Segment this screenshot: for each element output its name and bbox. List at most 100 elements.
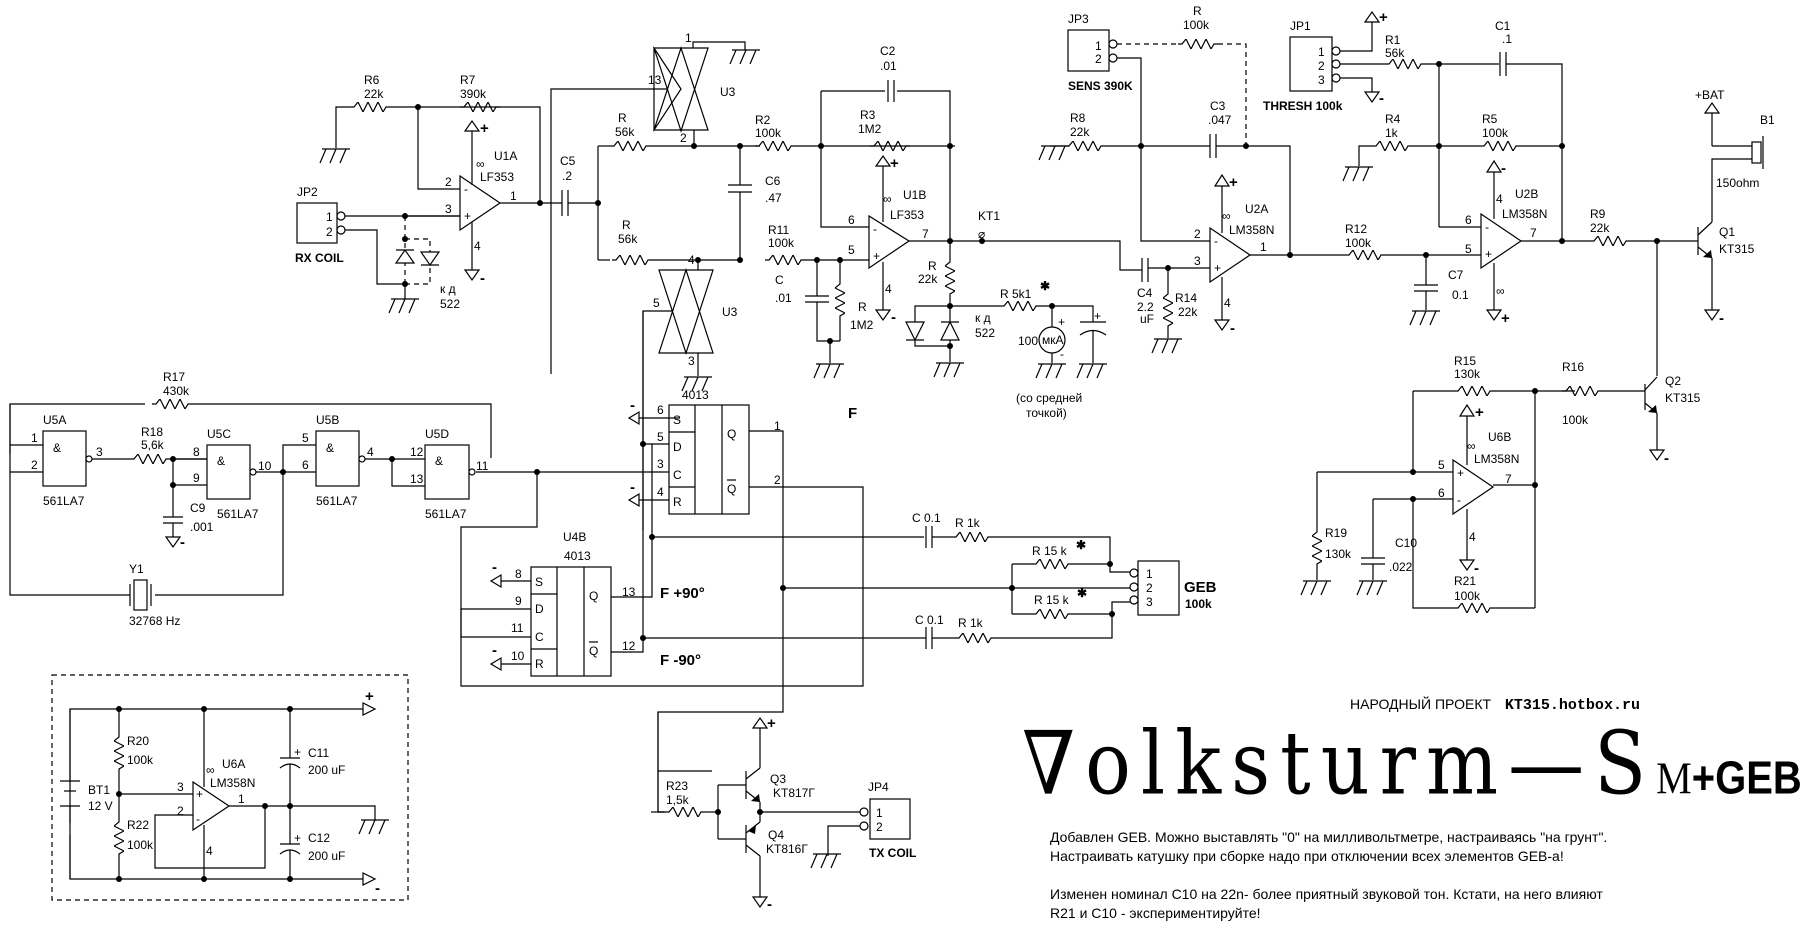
svg-text:2: 2 — [1318, 59, 1325, 73]
svg-text:C: C — [673, 468, 682, 482]
svg-text:6: 6 — [657, 403, 664, 417]
c-01-label: C — [775, 273, 784, 287]
r7-label: R7 — [460, 73, 476, 87]
u6b-type: LM358N — [1474, 452, 1519, 466]
q4-type: KT816Г — [766, 842, 808, 856]
svg-text:-: - — [873, 222, 877, 236]
note-line-1: Добавлен GEB. Можно выставлять "0" на ми… — [1050, 829, 1608, 845]
r19-label: R19 — [1325, 526, 1347, 540]
opamp-u6b: +- — [1452, 458, 1495, 516]
q3-label: Q3 — [770, 772, 786, 786]
r3-value: 1M2 — [858, 122, 882, 136]
q1-type: KT315 — [1719, 242, 1755, 256]
svg-text:-: - — [891, 309, 896, 326]
svg-text:6: 6 — [848, 213, 855, 227]
svg-text:-: - — [630, 479, 635, 496]
c10-label: C10 — [1395, 536, 1417, 550]
r-sens-value: 100k — [1183, 18, 1210, 32]
r17-label: R17 — [163, 370, 185, 384]
u5d-label: U5D — [425, 427, 449, 441]
power-supply-box — [51, 674, 409, 901]
svg-text:∞: ∞ — [883, 192, 892, 206]
svg-text:2: 2 — [31, 458, 38, 472]
svg-text:4: 4 — [1496, 192, 1503, 206]
svg-text:4: 4 — [885, 282, 892, 296]
u2b-label: U2B — [1515, 187, 1538, 201]
adjust-star-bot: ✱ — [1077, 586, 1087, 600]
svg-text:&: & — [53, 441, 61, 455]
diode-pair — [394, 248, 441, 267]
c1-value: .1 — [1502, 32, 1512, 46]
r16-value: 100k — [1562, 413, 1589, 427]
r19-value: 130k — [1325, 547, 1352, 561]
svg-text:7: 7 — [922, 227, 929, 241]
note-line-4: R21 и С10 - экспериментируйте! — [1050, 905, 1261, 921]
svg-text:+: + — [1475, 404, 1484, 421]
svg-text:∞: ∞ — [1496, 284, 1505, 298]
bt1-value: 12 V — [88, 799, 113, 813]
svg-text:6: 6 — [1465, 213, 1472, 227]
svg-text:3: 3 — [96, 445, 103, 459]
svg-text:1: 1 — [1260, 240, 1267, 254]
r6-value: 22k — [364, 87, 384, 101]
r-5k1-label: R 5k1 — [1000, 287, 1032, 301]
c9-label: C9 — [190, 501, 206, 515]
svg-text:-: - — [480, 270, 485, 287]
svg-text:1: 1 — [1146, 567, 1153, 581]
r21-label: R21 — [1454, 574, 1476, 588]
notes: Добавлен GEB. Можно выставлять "0" на ми… — [1050, 828, 1800, 942]
r23-label: R23 — [666, 779, 688, 793]
rx-coil-label: RX COIL — [295, 251, 344, 265]
svg-text:5: 5 — [848, 243, 855, 257]
analog-switch-u3-bottom — [658, 268, 714, 355]
svg-text:5: 5 — [302, 431, 309, 445]
q4-label: Q4 — [768, 828, 784, 842]
u3-bottom-label: U3 — [722, 305, 738, 319]
svg-text:-: - — [1230, 320, 1235, 337]
c9-value: .001 — [190, 520, 214, 534]
transistor-q4 — [745, 821, 761, 857]
r12-value: 100k — [1345, 236, 1372, 250]
r2-label: R2 — [755, 113, 771, 127]
transistor-q2 — [1644, 376, 1658, 414]
nand-u5a: & — [42, 430, 93, 487]
svg-text:7: 7 — [1530, 226, 1537, 240]
jp1-label: JP1 — [1290, 19, 1311, 33]
svg-text:-: - — [180, 534, 185, 551]
r-15k-bot-label: R 15 k — [1034, 593, 1070, 607]
logo-geb: +GEB — [1691, 753, 1800, 804]
r12-label: R12 — [1345, 222, 1367, 236]
svg-text:5: 5 — [653, 296, 660, 310]
r1-value: 56k — [1385, 46, 1405, 60]
u1b-type: LF353 — [890, 208, 924, 222]
svg-text:6: 6 — [302, 458, 309, 472]
r4-label: R4 — [1385, 112, 1401, 126]
u5d-type: 561LA7 — [425, 507, 467, 521]
svg-text:1: 1 — [31, 431, 38, 445]
u1a-label: U1A — [494, 149, 517, 163]
svg-text:-: - — [1501, 160, 1506, 177]
c4-label: C4 — [1137, 286, 1153, 300]
geb-label: GEB — [1184, 579, 1217, 596]
diode-label: к д — [440, 282, 456, 296]
f-label: F — [848, 405, 857, 422]
c2-value: .01 — [880, 59, 897, 73]
adjust-star-top: ✱ — [1076, 538, 1086, 552]
r-56k-top-label: R — [618, 111, 627, 125]
r14-value: 22k — [1178, 305, 1198, 319]
r-1m2-label: R — [858, 300, 867, 314]
svg-text:Q: Q — [727, 427, 736, 441]
svg-text:-: - — [1379, 90, 1384, 107]
r-22k-value: 22k — [918, 272, 938, 286]
tx-coil-label: TX COIL — [869, 846, 916, 860]
u2a-label: U2A — [1245, 202, 1268, 216]
note-line-2: Настраивать катушку при сборке надо при … — [1050, 848, 1564, 864]
svg-text:+: + — [1058, 315, 1065, 329]
nand-u5c: & — [206, 444, 257, 500]
r14-label: R14 — [1175, 291, 1197, 305]
r-56k-top-value: 56k — [615, 125, 635, 139]
svg-text:-: - — [1214, 234, 1218, 248]
